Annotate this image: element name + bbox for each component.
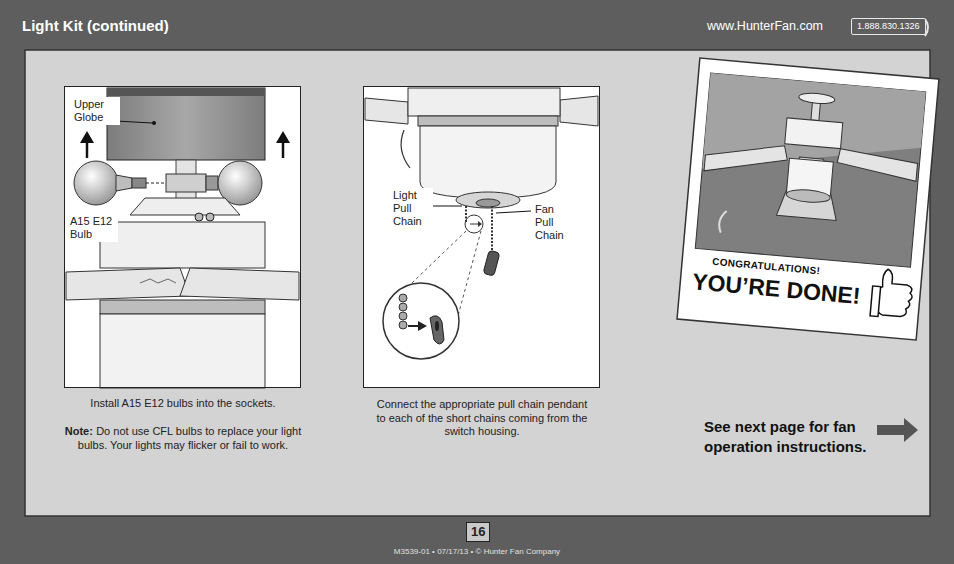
bulb-install-illustration-part bbox=[86, 142, 89, 158]
website-url: www.HunterFan.com bbox=[707, 19, 823, 33]
pull-chain-illustration-part bbox=[483, 250, 500, 276]
polaroid-artwork-part bbox=[704, 139, 788, 178]
bulb-install-illustration-part bbox=[152, 121, 156, 125]
pull-chain-illustration-part bbox=[399, 312, 407, 320]
next-page-note: See next page for fan operation instruct… bbox=[704, 417, 876, 457]
bulb-install-illustration-part bbox=[282, 142, 285, 158]
phone-number: 1.888.830.1326 bbox=[857, 21, 920, 32]
pull-chain-illustration-part bbox=[383, 283, 459, 359]
polaroid-artwork-part bbox=[719, 210, 727, 232]
polaroid-artwork-part bbox=[677, 58, 939, 340]
pull-chain-illustration-part bbox=[491, 206, 493, 252]
note-block: Note:Do not use CFL bulbs to replace you… bbox=[56, 424, 310, 452]
illustration-frame: Light Pull Chain Fan Pull Chain bbox=[363, 86, 600, 388]
bulb-install-illustration-part bbox=[140, 279, 176, 283]
bulb-install-illustration-part bbox=[195, 213, 203, 221]
step-caption: Install A15 E12 bulbs into the sockets. bbox=[64, 397, 302, 411]
part-label: Light Pull Chain bbox=[391, 188, 433, 229]
polaroid-artwork-part bbox=[870, 286, 881, 317]
polaroid-artwork-part bbox=[798, 92, 835, 105]
pull-chain-illustration-part bbox=[476, 199, 500, 207]
bulb-install-illustration-part bbox=[74, 161, 118, 205]
bulb-install-illustration-part bbox=[107, 88, 265, 96]
pull-chain-illustration-part bbox=[456, 192, 520, 208]
next-page-arrow bbox=[877, 418, 918, 442]
bulb-install-illustration bbox=[64, 86, 301, 388]
bulb-install-illustration-part bbox=[206, 176, 218, 190]
bulb-install-illustration-part bbox=[130, 198, 240, 215]
pull-chain-illustration-part bbox=[470, 224, 478, 225]
bulb-install-illustration-part bbox=[80, 131, 94, 143]
pull-chain-illustration bbox=[363, 86, 600, 388]
bulb-install-illustration-part bbox=[100, 300, 265, 314]
pull-chain-illustration-part bbox=[478, 221, 482, 227]
pull-chain-illustration-part bbox=[399, 303, 407, 311]
bulb-install-illustration-part bbox=[100, 222, 265, 268]
next-page-arrow-part bbox=[877, 418, 918, 442]
polaroid-artwork bbox=[677, 58, 939, 340]
bulb-install-illustration-part bbox=[166, 174, 206, 192]
pull-chain-illustration-part bbox=[418, 116, 558, 126]
polaroid-artwork-part bbox=[785, 118, 843, 149]
page-number-box: 16 bbox=[466, 522, 490, 542]
bulb-install-illustration-part bbox=[107, 88, 265, 160]
page-number: 16 bbox=[471, 524, 485, 540]
pull-chain-illustration-part bbox=[399, 294, 407, 302]
polaroid-artwork-part bbox=[876, 269, 914, 318]
pull-chain-illustration-part bbox=[365, 98, 408, 124]
pull-chain-illustration-part bbox=[401, 130, 410, 168]
step-caption: Connect the appropriate pull chain penda… bbox=[376, 398, 588, 439]
polaroid-artwork-part bbox=[695, 73, 926, 267]
bulb-install-illustration-part bbox=[146, 183, 166, 184]
polaroid-artwork-part bbox=[836, 148, 918, 181]
page-background-part bbox=[25, 50, 930, 516]
pull-chain-illustration-part bbox=[496, 211, 531, 213]
pull-chain-illustration-part bbox=[418, 321, 427, 331]
bulb-install-illustration-part bbox=[206, 213, 214, 221]
illustration-frame: Upper GlobeA15 E12 Bulb bbox=[64, 86, 301, 388]
pull-chain-illustration-part bbox=[430, 206, 462, 207]
part-label: Fan Pull Chain bbox=[533, 202, 575, 243]
pull-chain-illustration-part bbox=[408, 88, 560, 116]
pull-chain-illustration-part bbox=[435, 321, 439, 331]
bulb-install-illustration-part bbox=[180, 268, 299, 300]
bulb-install-illustration-part bbox=[116, 121, 152, 123]
pull-chain-illustration-part bbox=[465, 215, 483, 233]
polaroid-artwork-part bbox=[786, 188, 831, 204]
polaroid-card: CONGRATULATIONS!YOU’RE DONE! bbox=[677, 58, 939, 340]
polaroid-artwork-part bbox=[776, 156, 841, 221]
pull-chain-illustration-part bbox=[430, 316, 444, 344]
note-text: Do not use CFL bulbs to replace your lig… bbox=[78, 425, 301, 451]
done-text: YOU’RE DONE! bbox=[691, 268, 861, 309]
footer-text: M3539-01 • 07/17/13 • © Hunter Fan Compa… bbox=[0, 547, 954, 556]
bulb-install-illustration-part bbox=[66, 268, 190, 300]
bulb-install-illustration-part bbox=[100, 314, 265, 388]
part-label: Upper Globe bbox=[72, 97, 120, 125]
pull-chain-illustration-part bbox=[363, 86, 600, 388]
bulb-install-illustration-part bbox=[132, 178, 146, 188]
bulb-install-illustration-part bbox=[116, 175, 132, 191]
phone-number-box: 1.888.830.1326 bbox=[851, 18, 926, 35]
pull-chain-illustration-part bbox=[560, 96, 598, 126]
bulb-install-illustration-part bbox=[276, 131, 290, 143]
pull-chain-illustration-part bbox=[399, 321, 407, 329]
bulb-install-illustration-part bbox=[64, 86, 301, 388]
part-label: A15 E12 Bulb bbox=[68, 214, 118, 242]
pull-chain-illustration-part bbox=[420, 126, 556, 198]
section-title: Light Kit (continued) bbox=[22, 17, 169, 34]
note-heading: Note: bbox=[65, 425, 93, 437]
